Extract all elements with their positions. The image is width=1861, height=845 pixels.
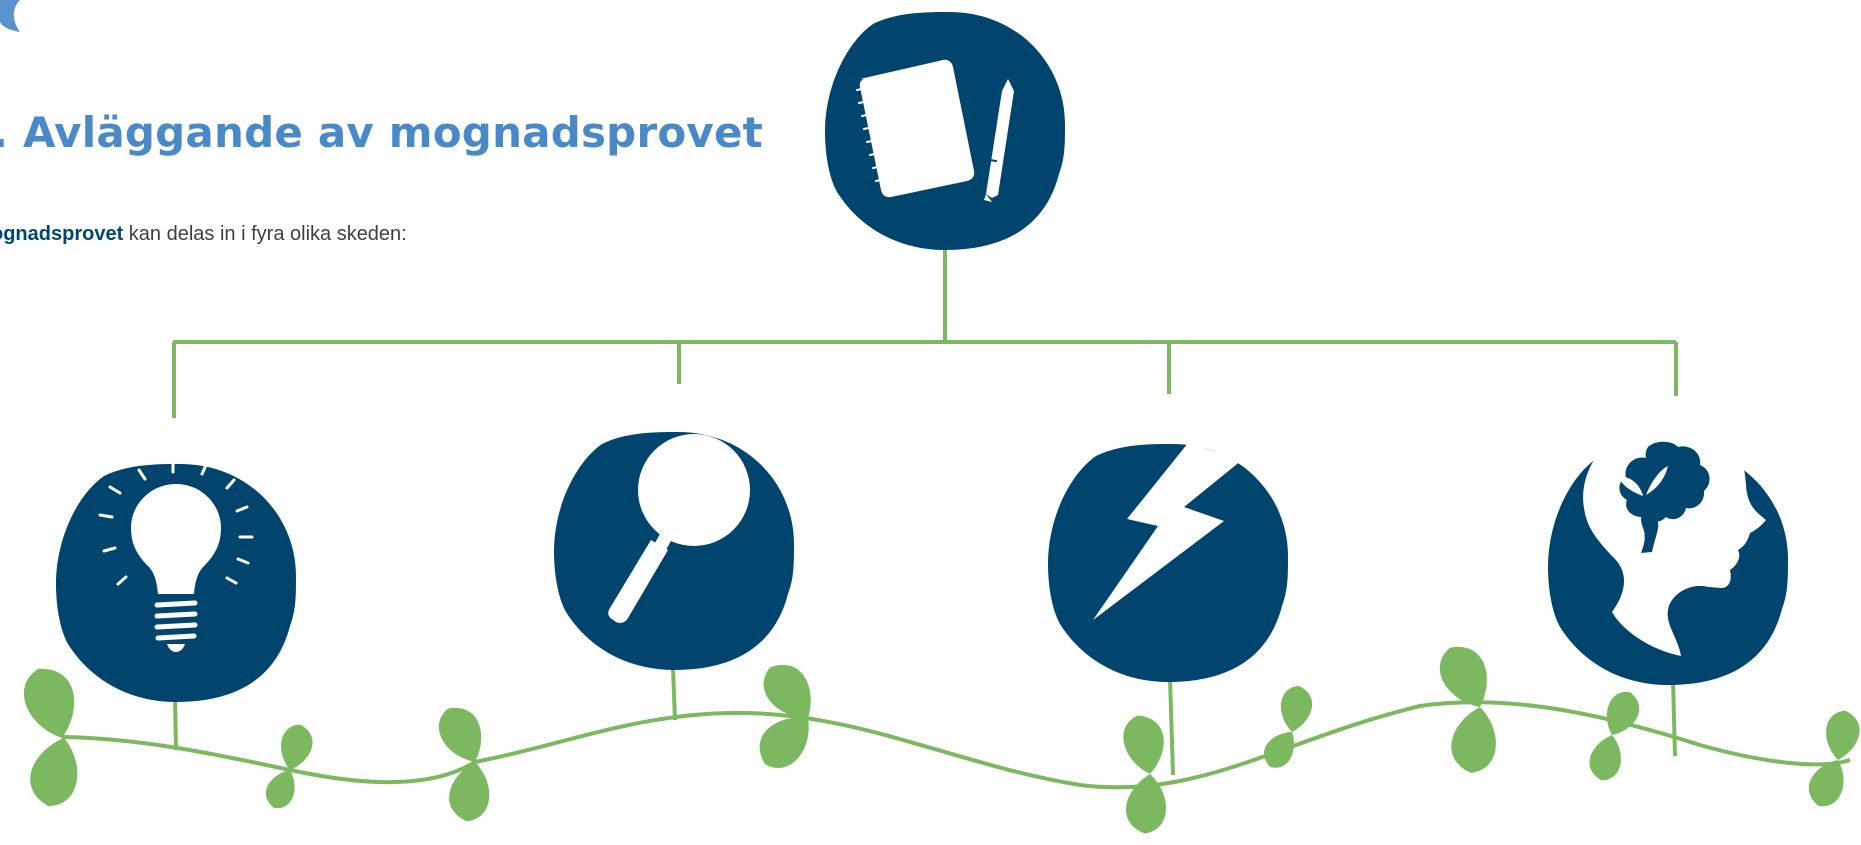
page-title: . Avläggande av mognadsprovet bbox=[0, 108, 763, 157]
leaf bbox=[1121, 713, 1167, 777]
light-bulb-icon bbox=[98, 458, 254, 652]
leaf bbox=[1819, 707, 1861, 764]
stem-4 bbox=[1671, 679, 1677, 757]
head-with-brain-icon bbox=[1583, 426, 1766, 656]
intro-bold: ognadsprovet bbox=[0, 223, 124, 245]
connector-lines bbox=[172, 248, 1678, 776]
stem-1 bbox=[173, 697, 178, 751]
leaf bbox=[1256, 724, 1305, 774]
leaf bbox=[22, 731, 90, 813]
magnifying-glass-icon bbox=[608, 434, 750, 623]
stem-2 bbox=[671, 667, 677, 721]
corner-accent bbox=[0, 0, 20, 32]
notebook-and-pencil-icon bbox=[856, 59, 1014, 202]
leaf bbox=[1274, 682, 1317, 736]
leaf bbox=[18, 662, 82, 744]
intro-rest: kan delas in i fyra olika skeden: bbox=[123, 223, 407, 245]
lightning-bolt-icon bbox=[1093, 443, 1242, 620]
stem-3 bbox=[1168, 677, 1175, 776]
intro-text: ognadsprovet kan delas in i fyra olika s… bbox=[0, 223, 407, 246]
vine bbox=[61, 700, 1851, 790]
leaves bbox=[18, 638, 1861, 837]
leaf bbox=[443, 757, 498, 826]
leaf bbox=[1596, 685, 1647, 742]
leaf bbox=[1445, 702, 1506, 778]
leaf bbox=[1121, 770, 1173, 837]
leaf bbox=[1584, 730, 1630, 785]
